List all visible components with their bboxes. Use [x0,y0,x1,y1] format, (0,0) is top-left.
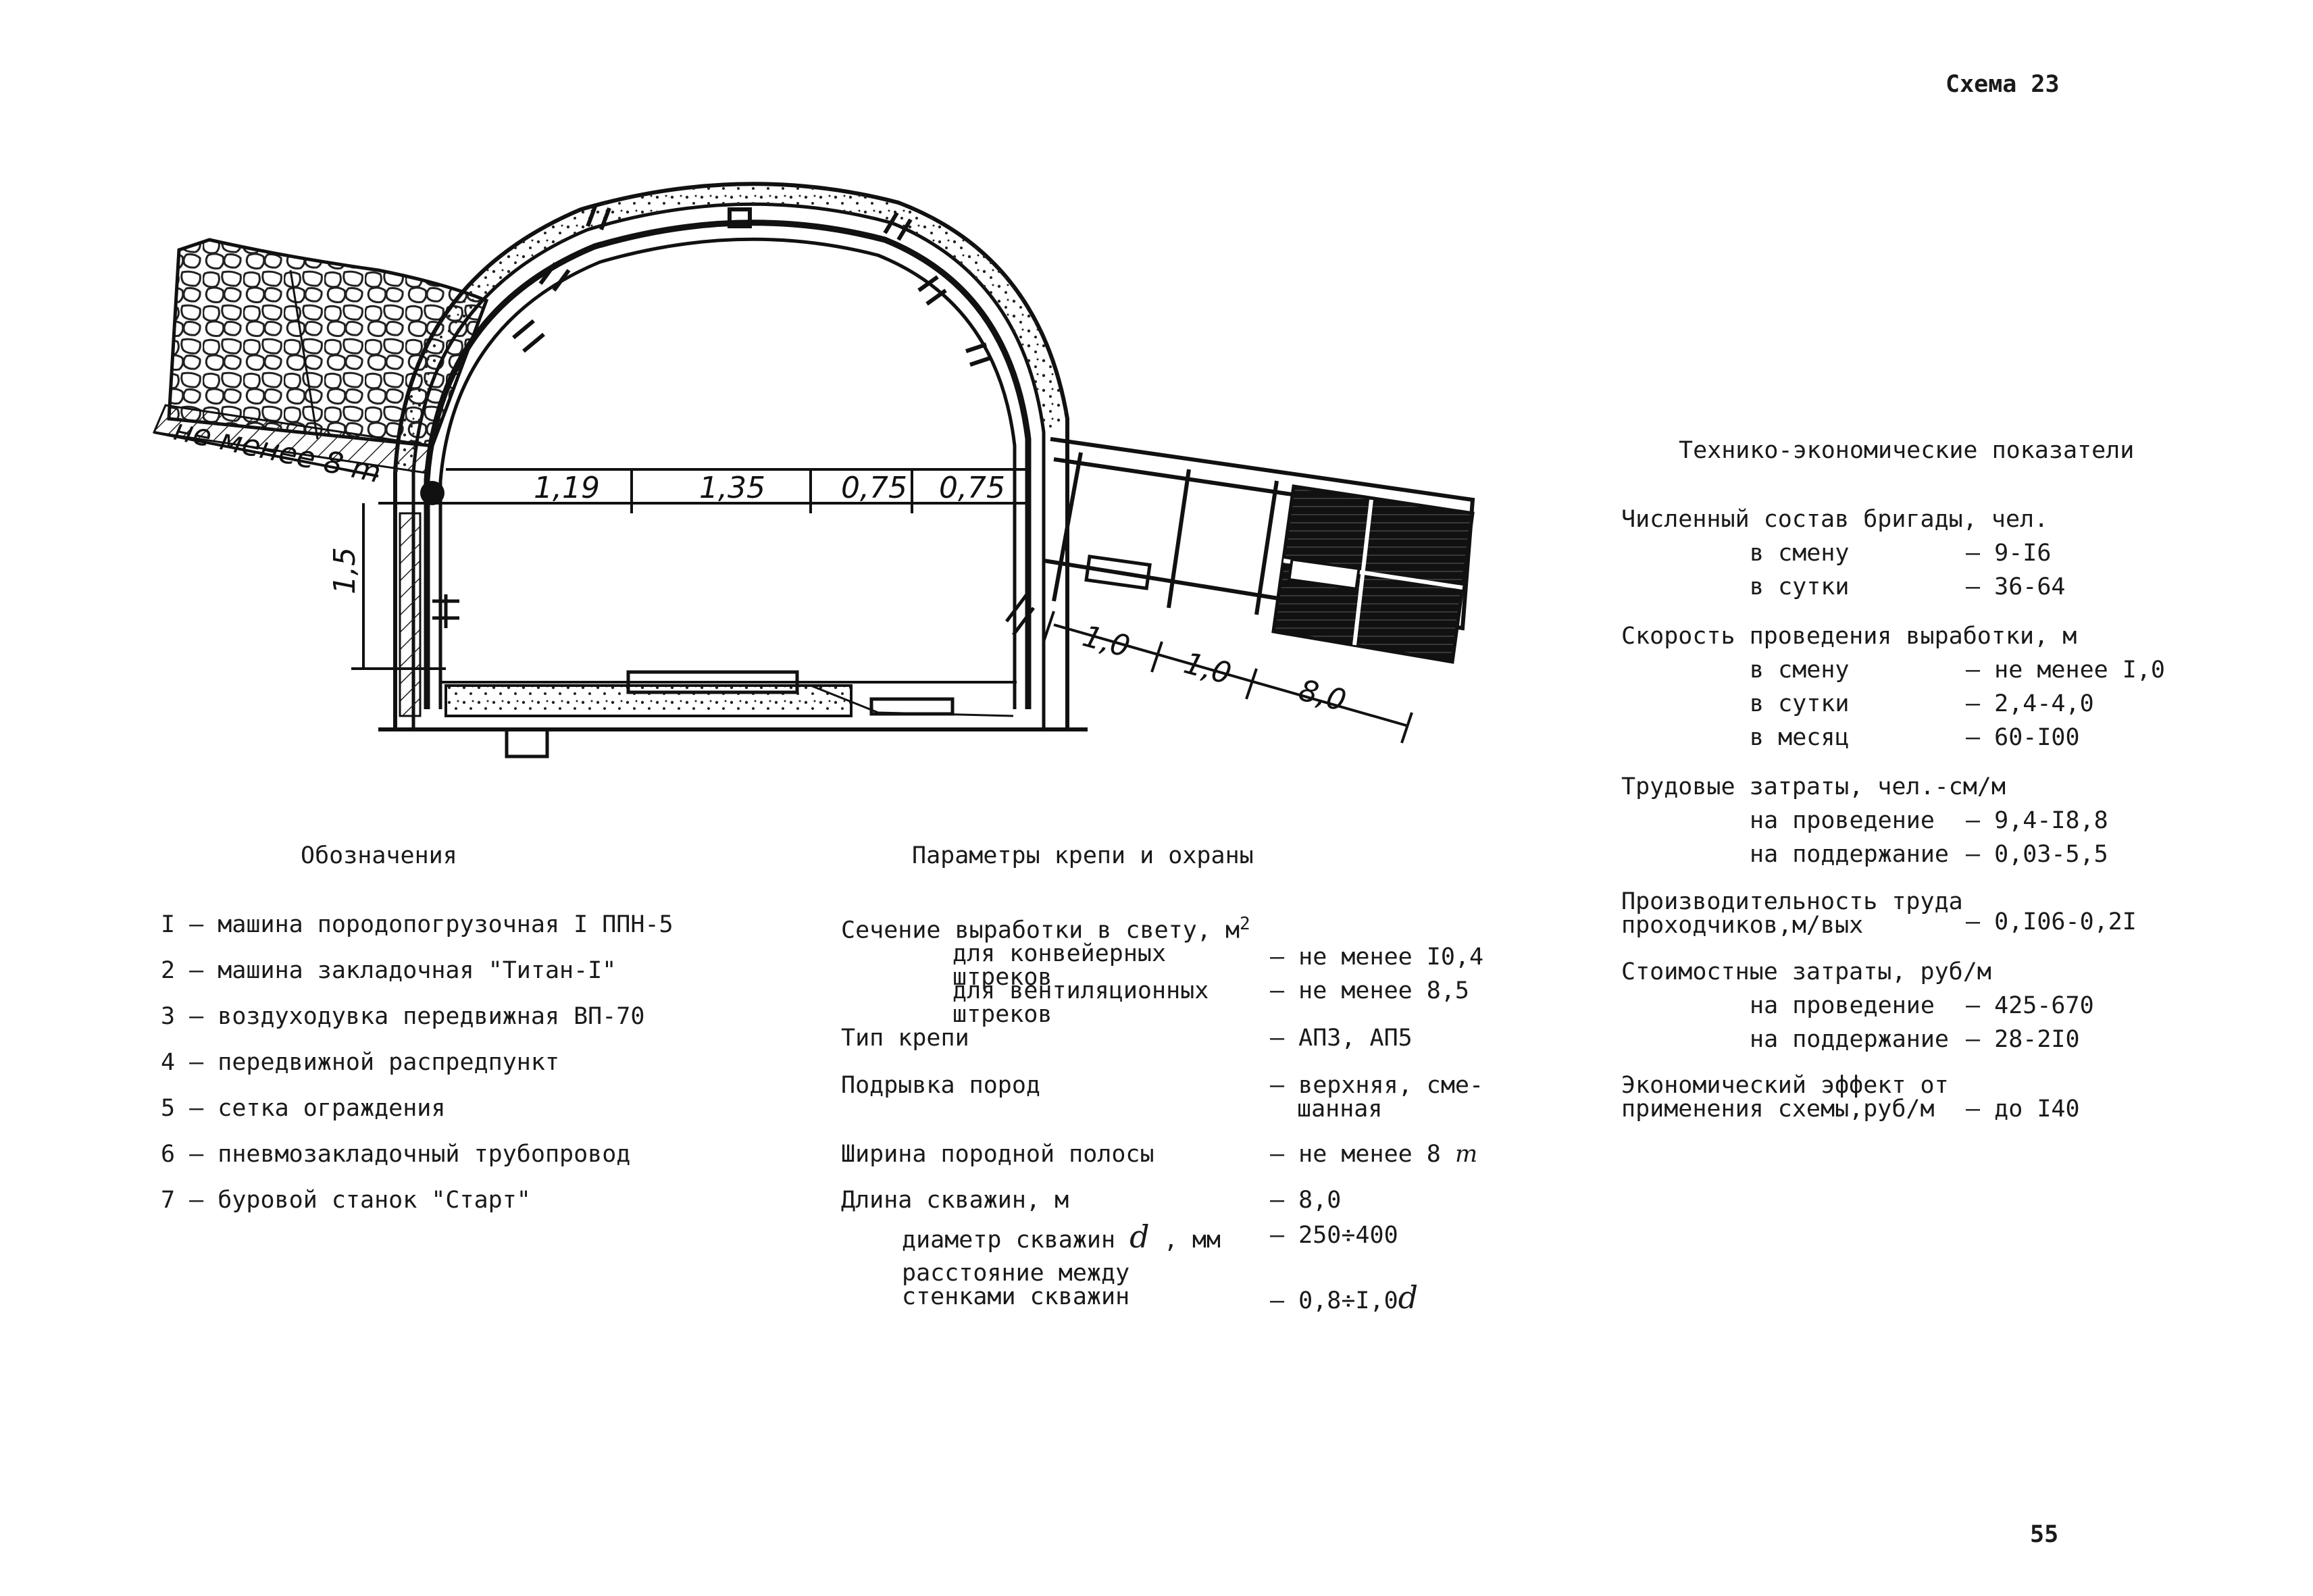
params-support-label: Тип крепи [841,1025,969,1052]
tech-speed-day-value: – 2,4-4,0 [1966,690,2094,717]
tech-title: Технико-экономические показатели [1679,437,2135,464]
params-strip-label: Ширина породной полосы [841,1141,1154,1168]
tech-crew-shift-label: в смену [1750,540,1850,567]
tech-prod-label-1: Производительность труда [1621,888,1963,915]
tech-speed-shift-value: – не менее I,0 [1966,657,2166,684]
tech-cost-maint-label: на поддержание [1750,1026,1950,1053]
dim-1-0-a: 1,0 [1079,619,1134,664]
params-dist-label-1: расстояние между [902,1260,1130,1287]
tech-crew-shift-value: – 9-I6 [1966,540,2052,567]
tech-speed-label: Скорость проведения выработки, м [1621,623,2077,650]
tech-crew-day-label: в сутки [1750,573,1850,600]
legend-title: Обозначения [301,842,457,869]
dim-1-0-b: 1,0 [1180,646,1235,691]
legend-item-2: 2 – машина закладочная "Титан-I" [161,957,617,984]
params-diam-label: диаметр скважин d , мм [902,1218,1221,1255]
params-vent-label-2: штреков [952,1001,1052,1028]
dim-1-5: 1,5 [328,547,362,594]
tech-labor-maint-label: на поддержание [1750,841,1950,868]
tech-eff-label-1: Экономический эффект от [1621,1072,1949,1099]
params-blast-label: Подрывка пород [841,1072,1041,1099]
legend-item-1: I – машина породопогрузочная I ППН-5 [161,911,673,938]
dim-0-75-a: 0,75 [841,471,907,505]
tech-speed-day-label: в сутки [1750,690,1850,717]
legend-item-4: 4 – передвижной распредпункт [161,1049,560,1076]
legend-item-5: 5 – сетка ограждения [161,1095,446,1122]
tech-crew-day-value: – 36-64 [1966,573,2066,600]
tunnel-cross-section-diagram: 1,19 1,35 0,75 0,75 1,5 не менее 8 m 1,0… [152,182,1475,758]
tech-speed-month-value: – 60-I00 [1966,724,2080,751]
tech-labor-drive-value: – 9,4-I8,8 [1966,807,2108,834]
params-dist-label-2: стенками скважин [902,1283,1130,1310]
params-strip-value: – не менее 8 m [1270,1141,1478,1168]
params-bore-value: – 8,0 [1270,1187,1342,1214]
tech-speed-month-label: в месяц [1750,724,1850,751]
params-title: Параметры крепи и охраны [912,842,1254,869]
params-conveyor-value: – не менее I0,4 [1270,944,1484,971]
tech-prod-value: – 0,I06-0,2I [1966,908,2137,935]
tech-labor-label: Трудовые затраты, чел.-см/м [1621,773,2006,800]
dim-1-35: 1,35 [699,471,765,505]
params-blast-value-1: – верхняя, сме- [1270,1072,1484,1099]
params-vent-label-1: для вентиляционных [952,977,1209,1004]
params-section-label: Сечение выработки в свету, м2 [841,914,1250,944]
tech-eff-value: – до I40 [1966,1096,2080,1123]
params-conveyor-label-1: для конвейерных [952,940,1167,967]
page-number: 55 [2030,1521,2059,1548]
params-dist-value: – 0,8÷I,0d [1270,1279,1419,1316]
tech-cost-label: Стоимостные затраты, руб/м [1621,958,1991,985]
params-vent-value: – не менее 8,5 [1270,977,1470,1004]
tech-labor-drive-label: на проведение [1750,807,1935,834]
tech-cost-maint-value: – 28-2I0 [1966,1026,2080,1053]
tech-speed-shift-label: в смену [1750,657,1850,684]
params-blast-value-2: шанная [1297,1096,1383,1123]
tech-cost-drive-value: – 425-670 [1966,992,2094,1019]
dim-0-75-b: 0,75 [939,471,1005,505]
legend-item-3: 3 – воздуходувка передвижная ВП-70 [161,1003,645,1030]
params-conveyor-label-2: штреков [952,964,1052,991]
dim-8-0: 8,0 [1295,673,1350,718]
params-support-value: – АП3, АП5 [1270,1025,1413,1052]
legend-item-6: 6 – пневмозакладочный трубопровод [161,1141,631,1168]
tech-crew-label: Численный состав бригады, чел. [1621,506,2049,533]
params-bore-label: Длина скважин, м [841,1187,1069,1214]
tech-prod-label-2: проходчиков,м/вых [1621,912,1864,939]
dim-1-19: 1,19 [534,471,600,505]
tech-labor-maint-value: – 0,03-5,5 [1966,841,2108,868]
tech-cost-drive-label: на проведение [1750,992,1935,1019]
params-diam-value: – 250÷400 [1270,1222,1398,1249]
tech-eff-label-2: применения схемы,руб/м [1621,1096,1935,1123]
legend-item-7: 7 – буровой станок "Старт" [161,1187,531,1214]
scheme-label: Схема 23 [1946,71,2060,98]
